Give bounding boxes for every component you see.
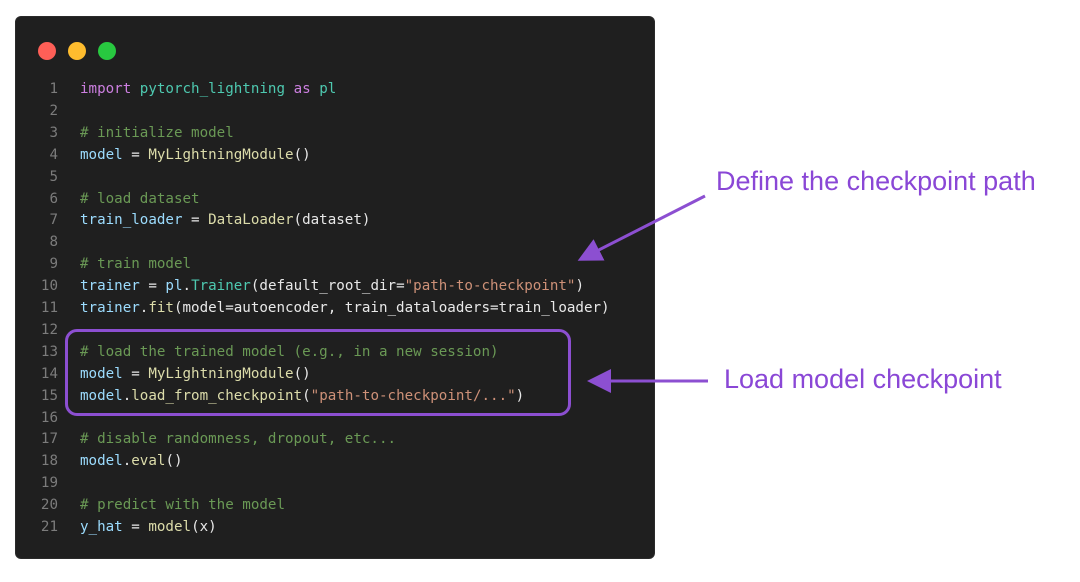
code-text: model.load_from_checkpoint("path-to-chec… — [80, 385, 524, 407]
line-number: 17 — [40, 431, 58, 448]
code-token: # disable randomness, dropout, etc... — [80, 431, 397, 448]
line-number: 18 — [40, 453, 58, 470]
code-text: trainer.fit(model=autoencoder, train_dat… — [80, 297, 610, 319]
line-number: 11 — [40, 300, 58, 316]
code-token: train_loader — [80, 212, 183, 229]
code-token: = — [182, 212, 209, 229]
code-token: (dataset) — [293, 212, 371, 229]
load-model-checkpoint-label: Load model checkpoint — [724, 364, 1002, 394]
code-text: # initialize model — [80, 122, 234, 144]
window-controls — [38, 42, 116, 60]
code-token: trainer — [80, 300, 140, 316]
code-token: # load the trained model (e.g., in a new… — [80, 343, 499, 360]
line-number: 8 — [49, 234, 58, 251]
minimize-button[interactable] — [68, 42, 86, 60]
code-token: trainer — [80, 278, 140, 295]
code-token: . — [182, 278, 192, 295]
line-number: 2 — [49, 102, 58, 119]
code-window — [16, 17, 654, 558]
code-token: = — [122, 365, 149, 382]
code-text: trainer = pl.Trainer(default_root_dir="p… — [80, 275, 584, 297]
arrow-to-path — [577, 194, 706, 261]
code-token: MyLightningModule — [148, 365, 294, 382]
code-text: model.eval() — [80, 450, 183, 472]
code-token: ) — [515, 387, 525, 404]
code-token: fit — [148, 300, 174, 316]
code-token: . — [139, 300, 149, 316]
line-number: 21 — [40, 519, 58, 535]
line-number: 6 — [49, 190, 58, 207]
line-number: 1 — [49, 81, 58, 97]
line-number: 9 — [49, 256, 58, 273]
code-token: = — [139, 278, 166, 295]
line-number: 20 — [40, 497, 58, 514]
code-token: . — [122, 387, 132, 404]
code-text: # disable randomness, dropout, etc... — [80, 428, 396, 450]
line-number: 12 — [40, 321, 58, 338]
code-token: ( — [302, 387, 311, 404]
line-number: 3 — [49, 124, 58, 141]
code-text: model = MyLightningModule() — [80, 363, 311, 385]
code-token: pl — [319, 81, 337, 97]
code-token: (default_root_dir= — [250, 278, 405, 295]
code-token: y_hat — [80, 519, 123, 535]
code-token: ) — [575, 278, 584, 295]
close-button[interactable] — [38, 42, 56, 60]
code-text: import pytorch_lightning as pl — [80, 78, 336, 100]
code-text: y_hat = model(x) — [80, 516, 217, 538]
code-token: eval — [131, 453, 166, 470]
code-token: pytorch_lightning — [139, 81, 286, 97]
code-text: train_loader = DataLoader(dataset) — [80, 209, 370, 231]
code-text: # load dataset — [80, 188, 200, 210]
code-token: MyLightningModule — [148, 146, 294, 163]
code-token: load_from_checkpoint — [131, 387, 303, 404]
code-token: # load dataset — [80, 190, 200, 207]
code-token: (model=autoencoder, train_dataloaders=tr… — [173, 300, 610, 316]
line-number: 4 — [49, 146, 58, 163]
code-token: import — [80, 81, 132, 97]
code-token: = — [122, 519, 149, 535]
line-number: 13 — [40, 343, 58, 360]
code-text: model = MyLightningModule() — [80, 144, 311, 166]
code-token: . — [122, 453, 132, 470]
line-number: 10 — [40, 278, 58, 295]
code-token: () — [293, 365, 311, 382]
line-number: 14 — [40, 365, 58, 382]
code-token: model — [80, 453, 123, 470]
maximize-button[interactable] — [98, 42, 116, 60]
code-token: DataLoader — [208, 212, 294, 229]
line-number: 15 — [40, 387, 58, 404]
code-token: pl — [165, 278, 183, 295]
code-token: as — [293, 81, 311, 97]
code-token: # train model — [80, 256, 192, 273]
line-number: 5 — [49, 168, 58, 185]
code-text: # predict with the model — [80, 494, 285, 516]
code-token: "path-to-checkpoint" — [404, 278, 576, 295]
line-number: 7 — [49, 212, 58, 229]
code-token: model — [148, 519, 192, 535]
code-text: # train model — [80, 253, 191, 275]
code-token: Trainer — [191, 278, 251, 295]
define-checkpoint-path-label: Define the checkpoint path — [716, 166, 1036, 196]
code-token: () — [293, 146, 311, 163]
code-token: () — [165, 453, 183, 470]
code-token: model — [80, 146, 123, 163]
code-token: model — [80, 387, 123, 404]
code-token: # initialize model — [80, 124, 234, 141]
code-token: # predict with the model — [80, 497, 285, 514]
line-number: 16 — [40, 409, 58, 426]
code-text: # load the trained model (e.g., in a new… — [80, 341, 499, 363]
code-token: (x) — [191, 519, 217, 535]
code-token: = — [122, 146, 149, 163]
code-token: model — [80, 365, 123, 382]
highlight-box — [65, 329, 571, 416]
code-token: "path-to-checkpoint/..." — [310, 387, 516, 404]
line-number: 19 — [40, 475, 58, 492]
